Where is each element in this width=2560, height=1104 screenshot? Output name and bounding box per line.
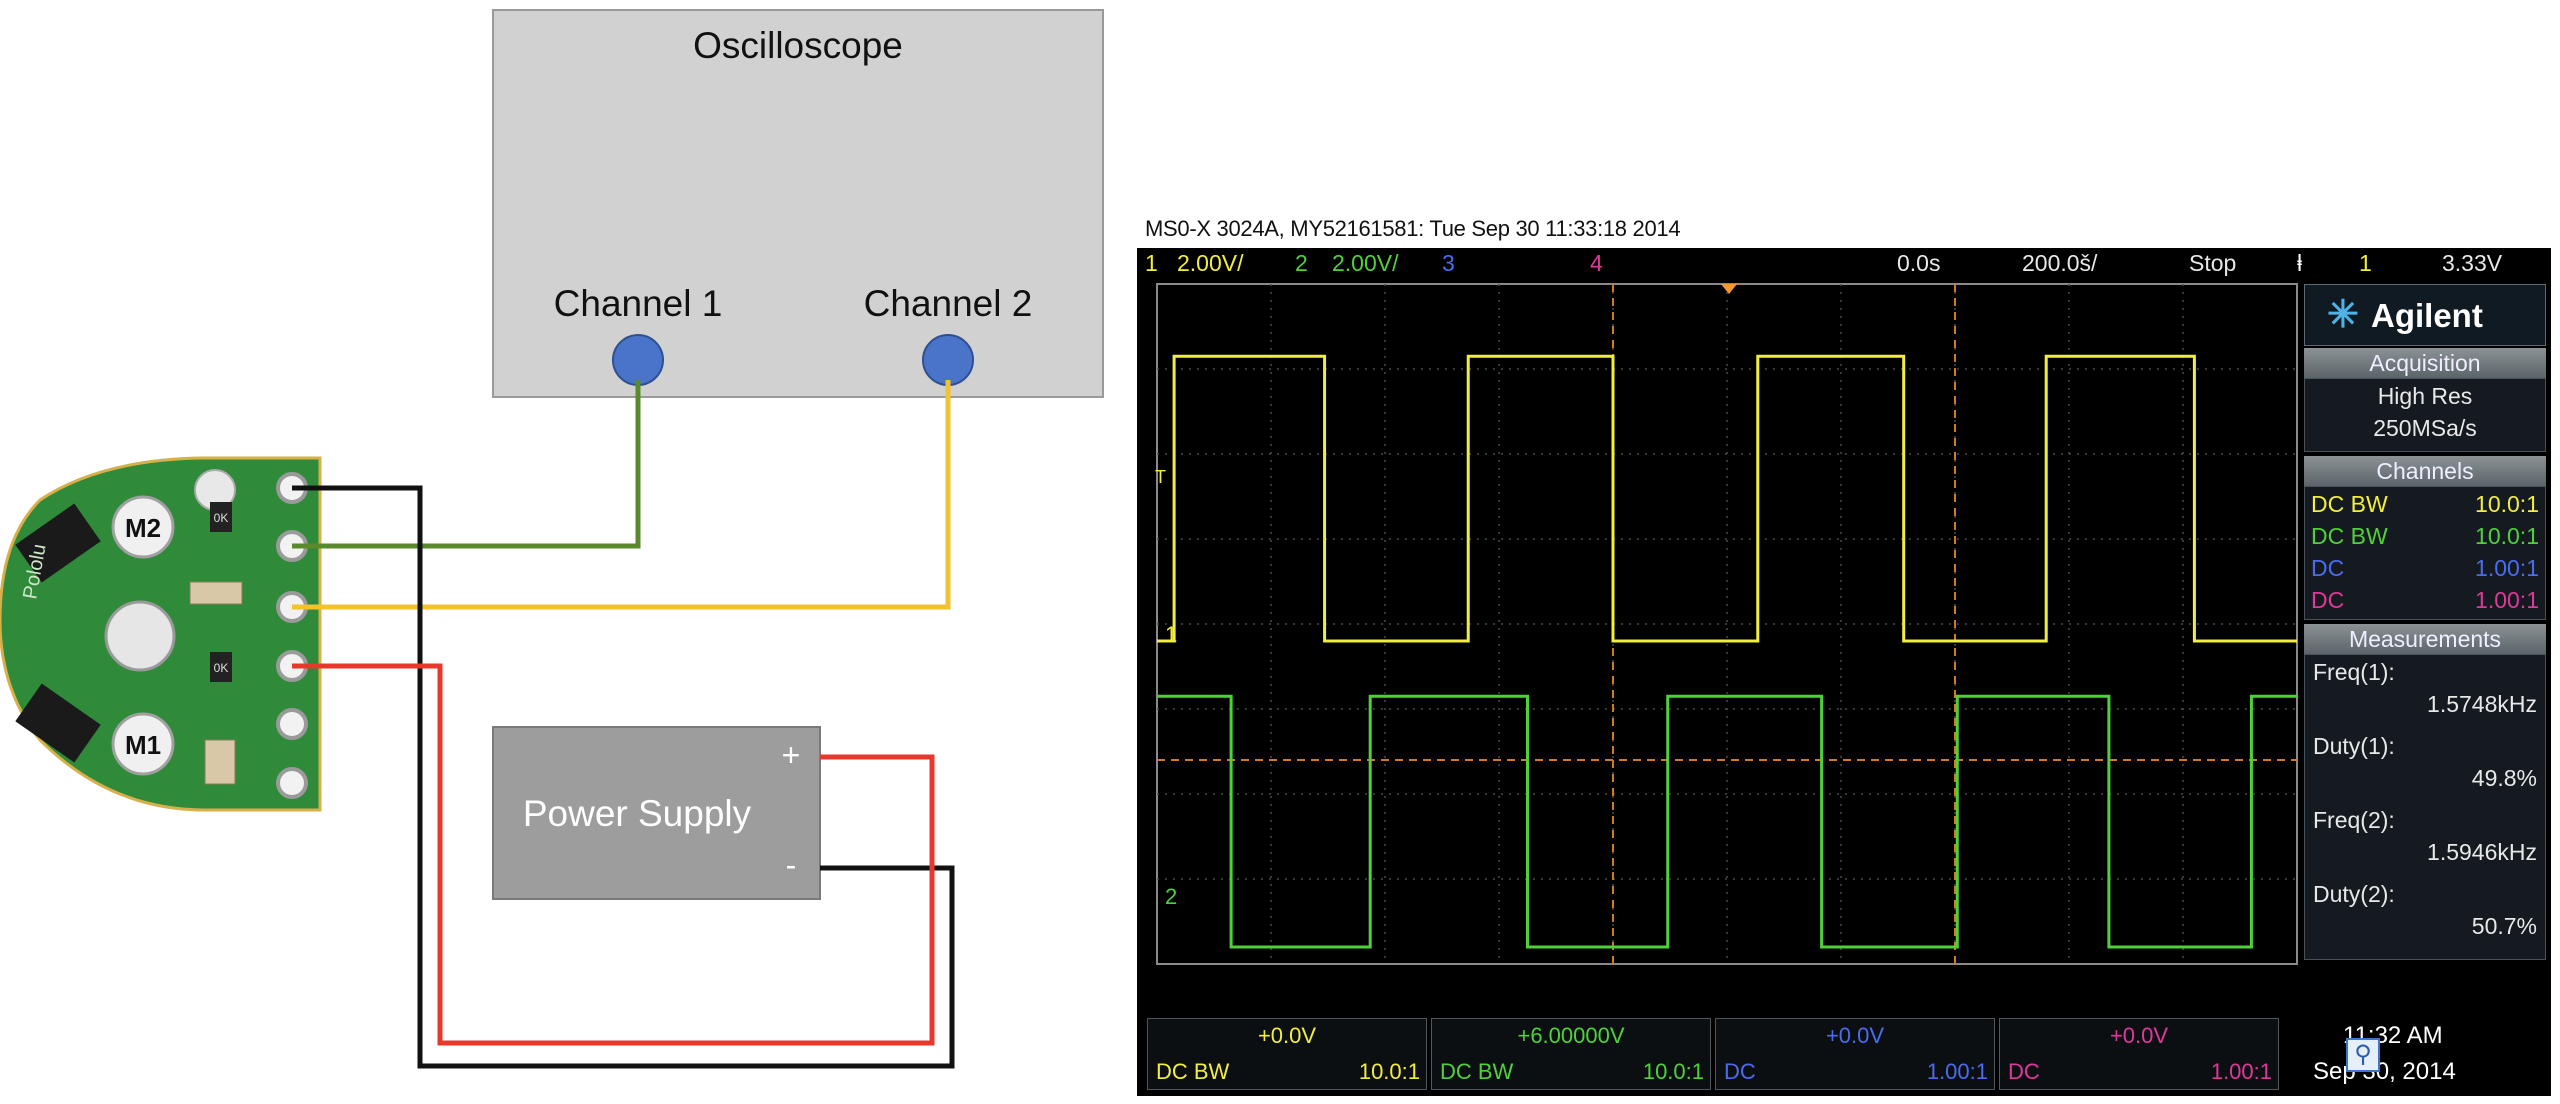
acquisition-panel: High Res 250MSa/s xyxy=(2304,378,2546,452)
zoom-icon[interactable]: ⚲ xyxy=(2346,1038,2380,1072)
channel2-label: Channel 2 xyxy=(864,283,1033,324)
channel2-port xyxy=(922,334,974,386)
minus-terminal-label: - xyxy=(786,847,797,883)
ch2-scale[interactable]: 2.00V/ xyxy=(1332,250,1399,276)
trigger-level[interactable]: 3.33V xyxy=(2442,250,2503,276)
channel1-wire xyxy=(292,380,641,549)
trigger-level-marker[interactable]: T xyxy=(1155,467,1166,487)
m1-label: M1 xyxy=(125,730,161,760)
channel2-wire xyxy=(292,380,951,610)
acquisition-mode: High Res xyxy=(2377,383,2473,409)
ch4-number[interactable]: 4 xyxy=(1590,250,1603,276)
measurement-label: Freq(2): xyxy=(2313,807,2395,833)
scope-clock: 11:32 AM Sep 30, 2014 xyxy=(2303,1018,2549,1094)
ch1-scale[interactable]: 2.00V/ xyxy=(1177,250,1244,276)
channel1-port xyxy=(612,334,664,386)
ch1-ground-marker[interactable]: 1 xyxy=(1165,622,1177,647)
measurement-label: Freq(1): xyxy=(2313,659,2395,685)
resistor-label-bottom: 0K xyxy=(214,661,229,675)
agilent-brand: Agilent xyxy=(2371,297,2483,334)
ch1-number[interactable]: 1 xyxy=(1145,250,1158,276)
scope-side-panel: ✳ Agilent Acquisition High Res 250MSa/s … xyxy=(2302,284,2548,964)
power-supply-box: Power Supply + - xyxy=(492,726,821,900)
oscilloscope-box: Oscilloscope Channel 1 Channel 2 xyxy=(492,9,1104,398)
agilent-logo: ✳ Agilent xyxy=(2304,284,2546,346)
measurements-header[interactable]: Measurements xyxy=(2304,624,2546,654)
measurement-value: 1.5946kHz xyxy=(2427,839,2537,865)
ch1-trace xyxy=(1157,354,2297,643)
resistor-label-top: 0K xyxy=(214,511,229,525)
measurement-value: 1.5748kHz xyxy=(2427,691,2537,717)
scope-caption: MS0-X 3024A, MY52161581: Tue Sep 30 11:3… xyxy=(1145,216,1681,241)
plus-terminal-label: + xyxy=(782,737,801,773)
power-wire xyxy=(292,663,935,1046)
measurement-value: 50.7% xyxy=(2471,913,2537,939)
measurement-label: Duty(1): xyxy=(2313,733,2395,759)
power-supply-label: Power Supply xyxy=(523,793,752,834)
sample-rate: 250MSa/s xyxy=(2373,415,2477,441)
oscilloscope-label: Oscilloscope xyxy=(693,25,903,66)
ch2-number[interactable]: 2 xyxy=(1295,250,1308,276)
ch2-ground-marker[interactable]: 2 xyxy=(1165,884,1177,909)
channel1-label: Channel 1 xyxy=(554,283,723,324)
measurement-value: 49.8% xyxy=(2471,765,2537,791)
wiring-diagram: Oscilloscope Channel 1 Channel 2 Power S… xyxy=(0,9,1104,1069)
trigger-icon: ⱡ xyxy=(2297,250,2303,276)
encoder-board: M2 M1 0K 0K Pololu xyxy=(0,456,322,812)
scope-top-bar: 1 2.00V/ 2 2.00V/ 3 4 0.0s 200.0š/ Stop … xyxy=(1137,248,2551,280)
acquisition-header[interactable]: Acquisition xyxy=(2304,348,2546,378)
oscilloscope-screen: 1 2.00V/ 2 2.00V/ 3 4 0.0s 200.0š/ Stop … xyxy=(1137,248,2551,1096)
channels-header[interactable]: Channels xyxy=(2304,456,2546,486)
scope-grid xyxy=(1156,283,2298,965)
measurement-label: Duty(2): xyxy=(2313,881,2395,907)
ch2-trace xyxy=(1157,694,2297,949)
timebase-readout[interactable]: 200.0š/ xyxy=(2022,250,2098,276)
run-state[interactable]: Stop xyxy=(2189,250,2237,276)
trigger-position-marker[interactable] xyxy=(1721,284,1737,294)
agilent-spark-icon: ✳ xyxy=(2327,294,2359,336)
clock-date: Sep 30, 2014 xyxy=(2313,1058,2456,1085)
ch3-number[interactable]: 3 xyxy=(1442,250,1455,276)
trigger-channel[interactable]: 1 xyxy=(2359,250,2372,276)
m2-label: M2 xyxy=(125,513,161,543)
delay-readout[interactable]: 0.0s xyxy=(1897,250,1941,276)
measurements-panel: Freq(1): 1.5748kHz Duty(1): 49.8% Freq(2… xyxy=(2304,654,2546,960)
